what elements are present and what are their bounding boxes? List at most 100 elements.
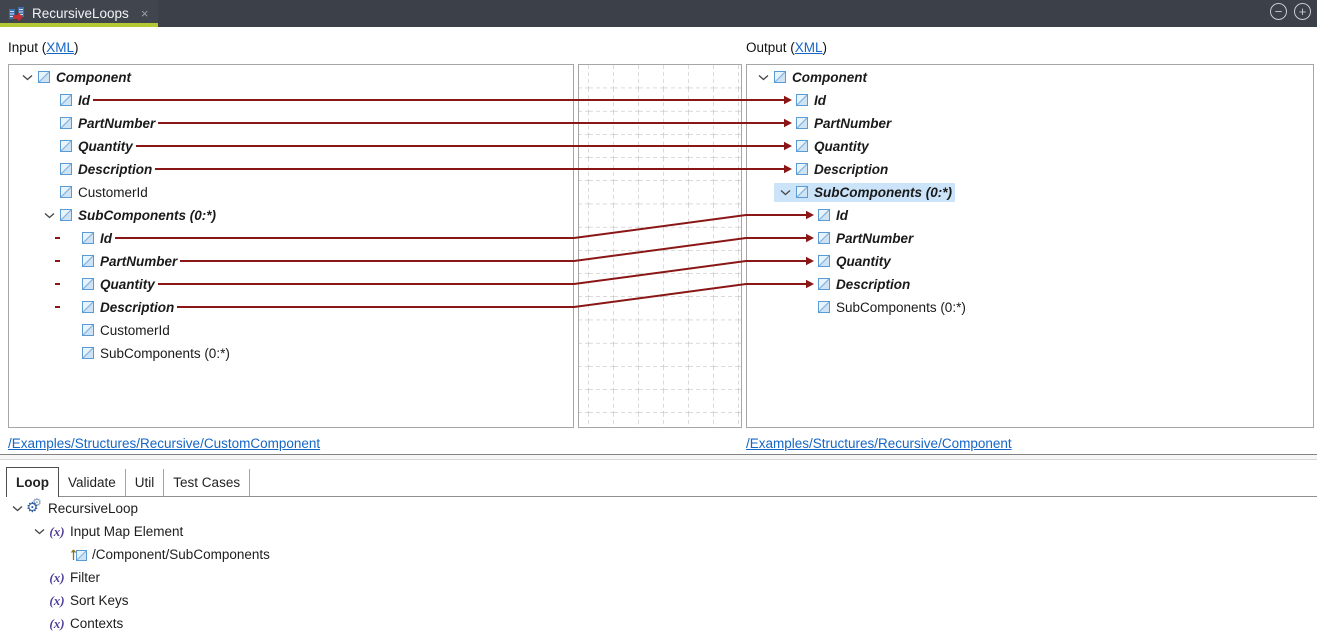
tree-item-label: CustomerId xyxy=(100,322,170,338)
function-icon: (x) xyxy=(49,523,65,539)
tree-item-label: PartNumber xyxy=(78,115,156,131)
tree-item-description[interactable]: Description xyxy=(8,296,574,319)
tree-item-partnumber[interactable]: PartNumber xyxy=(746,227,1314,250)
chevron-down-icon[interactable] xyxy=(8,505,26,512)
chevron-down-icon[interactable] xyxy=(38,212,60,219)
xml-element-icon xyxy=(818,301,830,313)
xml-element-icon xyxy=(60,163,72,175)
xml-element-icon xyxy=(818,255,830,267)
horizontal-splitter[interactable] xyxy=(0,454,1317,460)
loop-tree-item-recursiveloop[interactable]: ⚙⚙ RecursiveLoop xyxy=(0,495,1317,520)
tab-util[interactable]: Util xyxy=(125,469,165,496)
loop-tree-item-label: Sort Keys xyxy=(70,593,129,608)
tree-item-description[interactable]: Description xyxy=(8,158,574,181)
chevron-down-icon[interactable] xyxy=(16,74,38,81)
output-structure-link[interactable]: /Examples/Structures/Recursive/Component xyxy=(746,436,1012,451)
collapse-button[interactable]: − xyxy=(1270,3,1287,20)
grid-pattern xyxy=(579,65,741,427)
tree-item-partnumber[interactable]: PartNumber xyxy=(8,112,574,135)
tree-item-id[interactable]: Id xyxy=(746,89,1314,112)
tree-item-label: Description xyxy=(836,276,911,292)
xml-element-icon xyxy=(796,163,808,175)
tree-item-label: Quantity xyxy=(100,276,155,292)
tab-validate[interactable]: Validate xyxy=(59,469,126,496)
tree-item-id[interactable]: Id xyxy=(8,89,574,112)
element-reference-icon xyxy=(70,547,88,562)
tree-item-partnumber[interactable]: PartNumber xyxy=(746,112,1314,135)
input-header: Input (XML) xyxy=(8,40,79,55)
function-icon: (x) xyxy=(49,615,65,631)
loop-tree-item-input-map-element[interactable]: (x)Input Map Element xyxy=(0,520,1317,543)
tree-item-description[interactable]: Description xyxy=(746,273,1314,296)
tree-item-label: Id xyxy=(814,92,826,108)
xml-element-icon xyxy=(82,301,94,313)
xml-element-icon xyxy=(796,140,808,152)
xml-element-icon xyxy=(82,324,94,336)
tree-item-id[interactable]: Id xyxy=(746,204,1314,227)
tree-item-label: Id xyxy=(78,92,90,108)
tree-item-quantity[interactable]: Quantity xyxy=(8,135,574,158)
input-xml-link[interactable]: XML xyxy=(46,40,75,55)
input-structure-link[interactable]: /Examples/Structures/Recursive/CustomCom… xyxy=(8,436,321,451)
close-tab-icon[interactable]: × xyxy=(140,6,149,21)
xml-element-icon xyxy=(82,347,94,359)
tree-item-label: SubComponents (0:*) xyxy=(836,299,966,315)
gears-icon: ⚙⚙ xyxy=(26,495,42,516)
tree-item-label: PartNumber xyxy=(100,253,178,269)
loop-tree-item-label: Contexts xyxy=(70,616,124,631)
tree-item-label: Quantity xyxy=(78,138,133,154)
function-icon: (x) xyxy=(49,569,65,585)
tree-item-component[interactable]: Component xyxy=(8,66,574,89)
tree-item-label: Description xyxy=(814,161,889,177)
tree-item-description[interactable]: Description xyxy=(746,158,1314,181)
tree-item-label: Component xyxy=(56,69,131,85)
output-xml-link[interactable]: XML xyxy=(794,40,823,55)
tree-item-label: SubComponents (0:*) xyxy=(814,184,952,200)
mapping-grid-panel xyxy=(578,64,742,428)
tree-item-subcomponents-0[interactable]: SubComponents (0:*) xyxy=(8,204,574,227)
tree-item-id[interactable]: Id xyxy=(8,227,574,250)
xml-element-icon xyxy=(796,94,808,106)
loop-tree-item-filter[interactable]: (x)Filter xyxy=(0,566,1317,589)
tree-item-label: PartNumber xyxy=(836,230,914,246)
expand-button[interactable]: + xyxy=(1294,3,1311,20)
tree-item-label: Id xyxy=(100,230,112,246)
document-tab-recursiveloops[interactable]: RecursiveLoops × xyxy=(0,0,158,27)
loop-tree-item-label: /Component/SubComponents xyxy=(92,547,270,562)
loop-tree-item-label: RecursiveLoop xyxy=(48,501,139,516)
tree-item-label: Id xyxy=(836,207,848,223)
tab-test-cases[interactable]: Test Cases xyxy=(164,469,251,496)
tree-item-component[interactable]: Component xyxy=(746,66,1314,89)
loop-tree-item-sort-keys[interactable]: (x) Sort Keys xyxy=(0,589,1317,612)
loop-tree-item-contexts[interactable]: (x) Contexts xyxy=(0,612,1317,635)
tree-item-subcomponents-0[interactable]: SubComponents (0:*) xyxy=(8,342,574,365)
tree-item-subcomponents-0[interactable]: SubComponents (0:*) xyxy=(746,181,1314,204)
xml-element-icon xyxy=(60,94,72,106)
tree-item-label: SubComponents (0:*) xyxy=(100,345,230,361)
tree-item-partnumber[interactable]: PartNumber xyxy=(8,250,574,273)
chevron-down-icon[interactable] xyxy=(752,74,774,81)
titlebar: RecursiveLoops × − + xyxy=(0,0,1317,27)
tab-title: RecursiveLoops xyxy=(32,6,129,21)
chevron-down-icon[interactable] xyxy=(774,189,796,196)
function-icon: (x) xyxy=(49,592,65,608)
tree-item-label: Description xyxy=(100,299,175,315)
tree-item-label: PartNumber xyxy=(814,115,892,131)
tree-item-quantity[interactable]: Quantity xyxy=(746,250,1314,273)
loop-tree-item-component-subcomponents[interactable]: /Component/SubComponents xyxy=(0,543,1317,566)
xml-element-icon xyxy=(818,232,830,244)
tree-item-quantity[interactable]: Quantity xyxy=(8,273,574,296)
xml-element-icon xyxy=(774,71,786,83)
chevron-down-icon[interactable] xyxy=(30,528,48,535)
tree-item-quantity[interactable]: Quantity xyxy=(746,135,1314,158)
tab-loop[interactable]: Loop xyxy=(6,467,59,497)
xml-element-icon xyxy=(796,117,808,129)
tree-item-customerid[interactable]: CustomerId xyxy=(8,319,574,342)
active-tab-underline xyxy=(0,23,158,27)
tree-item-subcomponents-0[interactable]: SubComponents (0:*) xyxy=(746,296,1314,319)
tree-item-customerid[interactable]: CustomerId xyxy=(8,181,574,204)
